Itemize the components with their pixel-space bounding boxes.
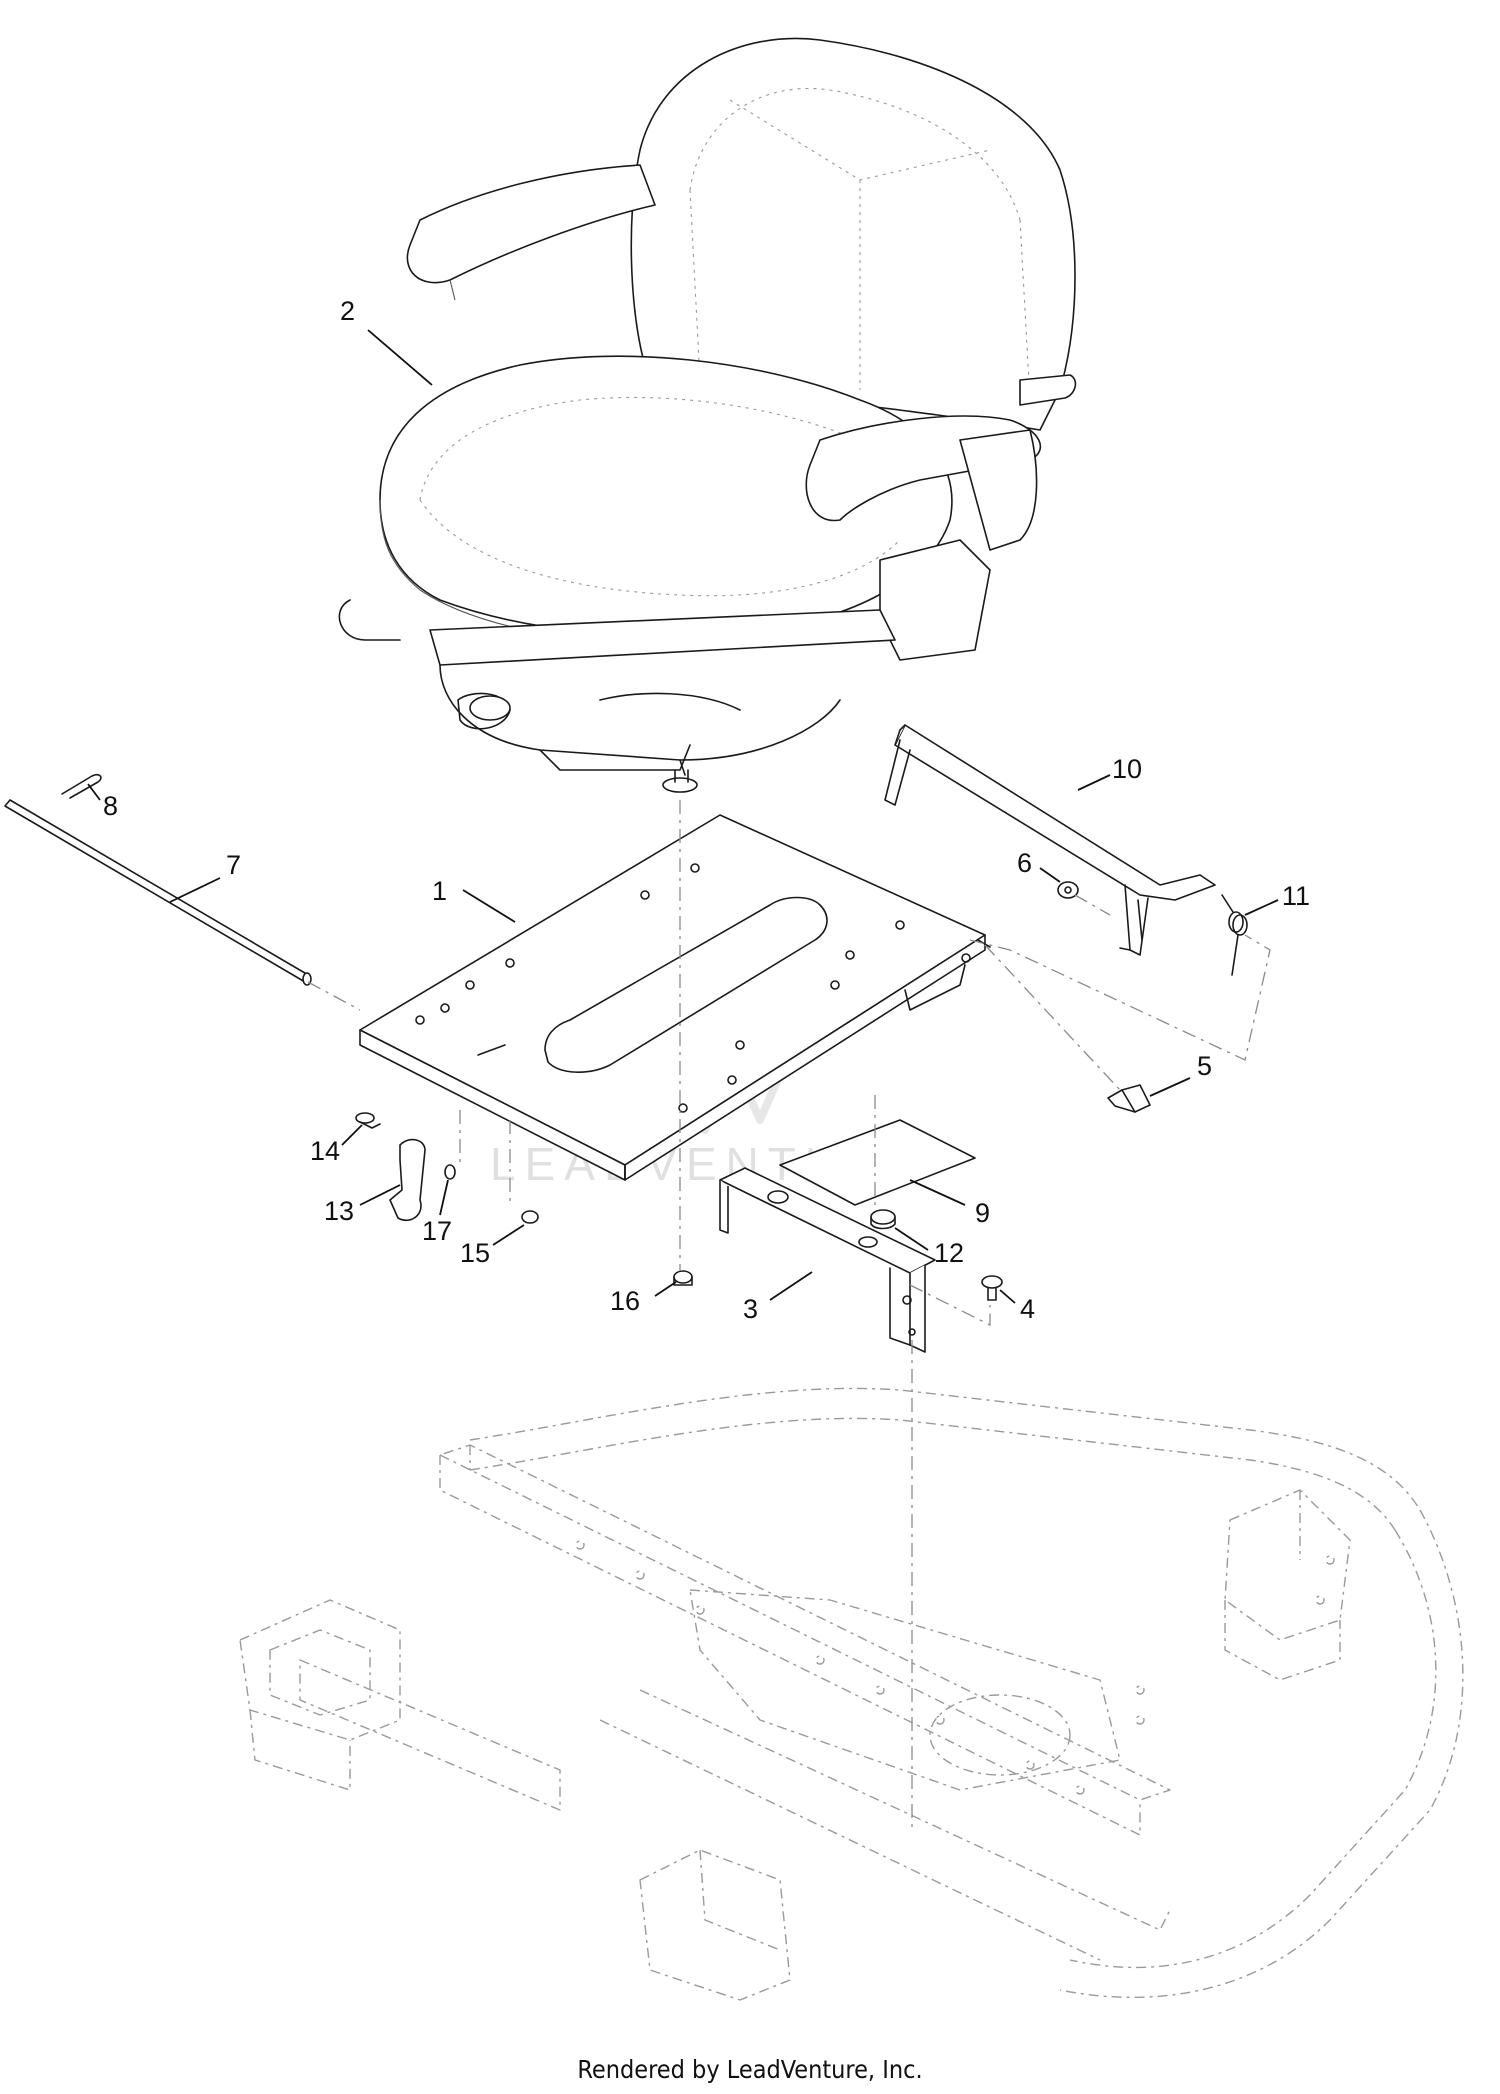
pivot-rod-part xyxy=(4,799,312,986)
callout-17: 17 xyxy=(422,1216,452,1246)
assembly-lines xyxy=(307,800,1271,1830)
hairpin-clip-part xyxy=(61,773,102,799)
bolt-part-4 xyxy=(981,1275,1003,1301)
callout-labels: 1 2 3 4 5 6 7 8 9 10 11 12 13 14 15 16 1… xyxy=(103,296,1310,1324)
nut-part-6 xyxy=(1057,881,1079,899)
callout-8: 8 xyxy=(103,791,118,821)
bolt-part-5 xyxy=(1107,1084,1151,1113)
torsion-spring-part xyxy=(1221,894,1248,976)
seat-latch-bracket-part xyxy=(884,724,1216,956)
callout-9: 9 xyxy=(975,1198,990,1228)
callout-10: 10 xyxy=(1112,754,1142,784)
nut-part-15 xyxy=(521,1210,539,1224)
washer-part-17 xyxy=(444,1164,456,1180)
callout-1: 1 xyxy=(432,876,447,906)
footer-caption: Rendered by LeadVenture, Inc. xyxy=(577,2055,922,2084)
decal-part xyxy=(779,1119,976,1206)
callout-leaders xyxy=(87,329,1279,1304)
callout-15: 15 xyxy=(460,1238,490,1268)
mower-frame-ghost xyxy=(239,1387,1464,2001)
callout-7: 7 xyxy=(226,850,241,880)
callout-13: 13 xyxy=(324,1196,354,1226)
callout-2: 2 xyxy=(340,296,355,326)
nut-part-16 xyxy=(673,1270,693,1286)
seat-part xyxy=(338,37,1077,793)
callout-4: 4 xyxy=(1020,1294,1035,1324)
callout-16: 16 xyxy=(610,1286,640,1316)
callout-14: 14 xyxy=(310,1136,340,1166)
plug-part-12 xyxy=(870,1209,896,1230)
latch-part-13 xyxy=(389,1138,426,1222)
callout-6: 6 xyxy=(1017,848,1032,878)
callout-5: 5 xyxy=(1197,1051,1212,1081)
callout-12: 12 xyxy=(934,1238,964,1268)
callout-3: 3 xyxy=(743,1294,758,1324)
support-bracket-part xyxy=(719,1167,936,1353)
seat-mounting-plate xyxy=(359,814,991,1181)
callout-11: 11 xyxy=(1282,881,1310,911)
bolt-part-14 xyxy=(355,1112,381,1129)
